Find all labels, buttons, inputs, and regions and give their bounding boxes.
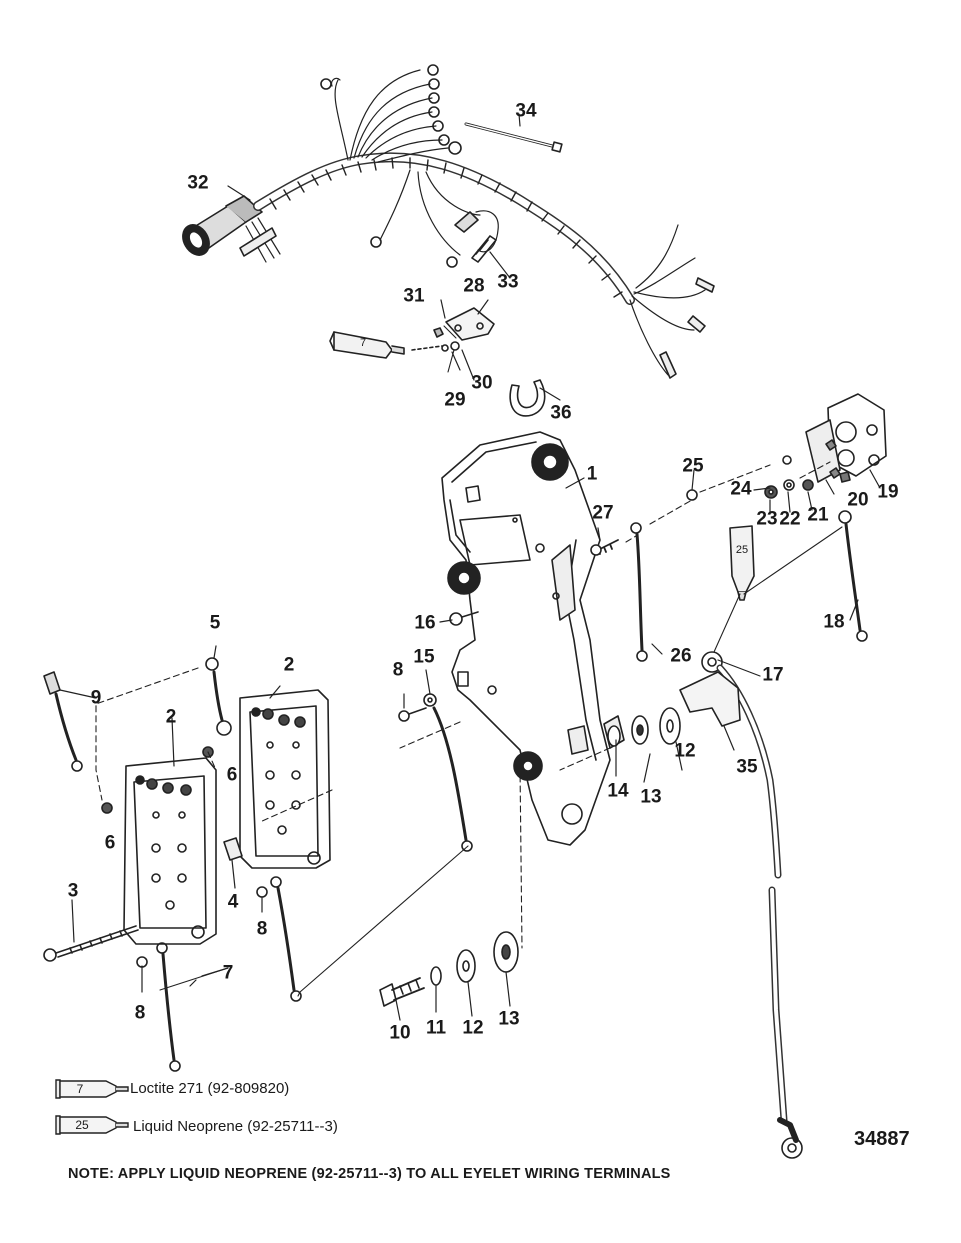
isolator-stack-upper xyxy=(603,707,681,749)
screws xyxy=(398,539,619,722)
lead-9 xyxy=(43,671,83,772)
callout-21: 21 xyxy=(807,504,829,526)
callout-1: 1 xyxy=(586,463,598,485)
callout-33: 33 xyxy=(497,271,519,293)
callout-17: 17 xyxy=(762,664,784,686)
callout-3: 3 xyxy=(67,880,79,902)
callout-5: 5 xyxy=(209,612,221,634)
callout-20: 20 xyxy=(847,489,869,511)
callout-26: 26 xyxy=(670,645,692,667)
callout-12-lower: 12 xyxy=(462,1017,484,1039)
callout-13-upper: 13 xyxy=(640,786,662,808)
callout-4: 4 xyxy=(227,891,239,913)
callout-leaders xyxy=(59,113,881,1021)
callout-34: 34 xyxy=(515,100,537,122)
lead-5 xyxy=(202,657,232,758)
callout-27: 27 xyxy=(592,502,614,524)
tube-7-label: 7 xyxy=(359,337,367,349)
relation-lines xyxy=(95,461,831,949)
callout-7: 7 xyxy=(222,962,234,984)
callout-28: 28 xyxy=(463,275,485,297)
callout-15: 15 xyxy=(413,646,435,668)
isolator-stack-lower xyxy=(379,931,519,1007)
callout-6-right: 6 xyxy=(226,764,238,786)
callout-35: 35 xyxy=(736,756,758,778)
legend-tube-7-number: 7 xyxy=(76,1082,84,1096)
callout-14: 14 xyxy=(607,780,629,802)
lead-18 xyxy=(838,510,868,642)
bracket-28 xyxy=(411,307,495,352)
callout-36: 36 xyxy=(550,402,572,424)
callout-29: 29 xyxy=(444,389,466,411)
callout-32: 32 xyxy=(187,172,209,194)
callout-8-middle: 8 xyxy=(256,918,268,940)
callout-31: 31 xyxy=(403,285,425,307)
starter-solenoid xyxy=(805,393,887,483)
nut-6-left xyxy=(101,802,113,814)
spacer-4 xyxy=(223,837,243,861)
legend-loctite-text: Loctite 271 (92-809820) xyxy=(130,1080,290,1097)
callout-11: 11 xyxy=(425,1017,447,1039)
legend-tube-25-number: 25 xyxy=(75,1118,89,1132)
callout-6-left: 6 xyxy=(104,832,116,854)
callout-25: 25 xyxy=(682,455,704,477)
screw-3 xyxy=(43,925,139,962)
callout-22: 22 xyxy=(779,508,801,530)
battery-cable xyxy=(701,651,803,1159)
leads-7 xyxy=(136,876,302,1072)
callout-8-upper: 8 xyxy=(392,659,404,681)
callout-16: 16 xyxy=(414,612,436,634)
assembly-note: NOTE: APPLY LIQUID NEOPRENE (92-25711--3… xyxy=(68,1166,671,1182)
callout-12-upper: 12 xyxy=(674,740,696,762)
callout-19: 19 xyxy=(877,481,899,503)
legend-tube-25-icon xyxy=(55,1115,129,1135)
callout-30: 30 xyxy=(471,372,493,394)
terminal-boot xyxy=(679,671,741,727)
solenoid-hardware xyxy=(686,455,851,501)
callout-10: 10 xyxy=(389,1022,411,1044)
callout-2-left: 2 xyxy=(165,706,177,728)
callout-13-lower: 13 xyxy=(498,1008,520,1030)
tube-25-label: 25 xyxy=(735,544,749,556)
rectifier-left xyxy=(123,757,217,945)
loctite-tube xyxy=(329,331,405,359)
callout-2-right: 2 xyxy=(283,654,295,676)
legend-tube-icons xyxy=(55,1079,129,1135)
legend-tube-7-icon xyxy=(55,1079,129,1099)
neoprene-tube xyxy=(729,525,755,601)
ground-lead-26 xyxy=(630,522,648,662)
lead-15 xyxy=(432,706,468,842)
callout-18: 18 xyxy=(823,611,845,633)
j-clip xyxy=(509,379,546,417)
rectifier-right xyxy=(239,689,331,869)
diagram-reference-number: 34887 xyxy=(854,1128,910,1150)
callout-23: 23 xyxy=(756,508,778,530)
leader-lines xyxy=(159,325,843,997)
legend-neoprene-text: Liquid Neoprene (92-25711--3) xyxy=(133,1118,338,1135)
callout-9: 9 xyxy=(90,687,102,709)
callout-24: 24 xyxy=(730,478,752,500)
mounting-plate xyxy=(441,431,611,846)
wiring-harness xyxy=(182,64,715,379)
callout-8-left: 8 xyxy=(134,1002,146,1024)
